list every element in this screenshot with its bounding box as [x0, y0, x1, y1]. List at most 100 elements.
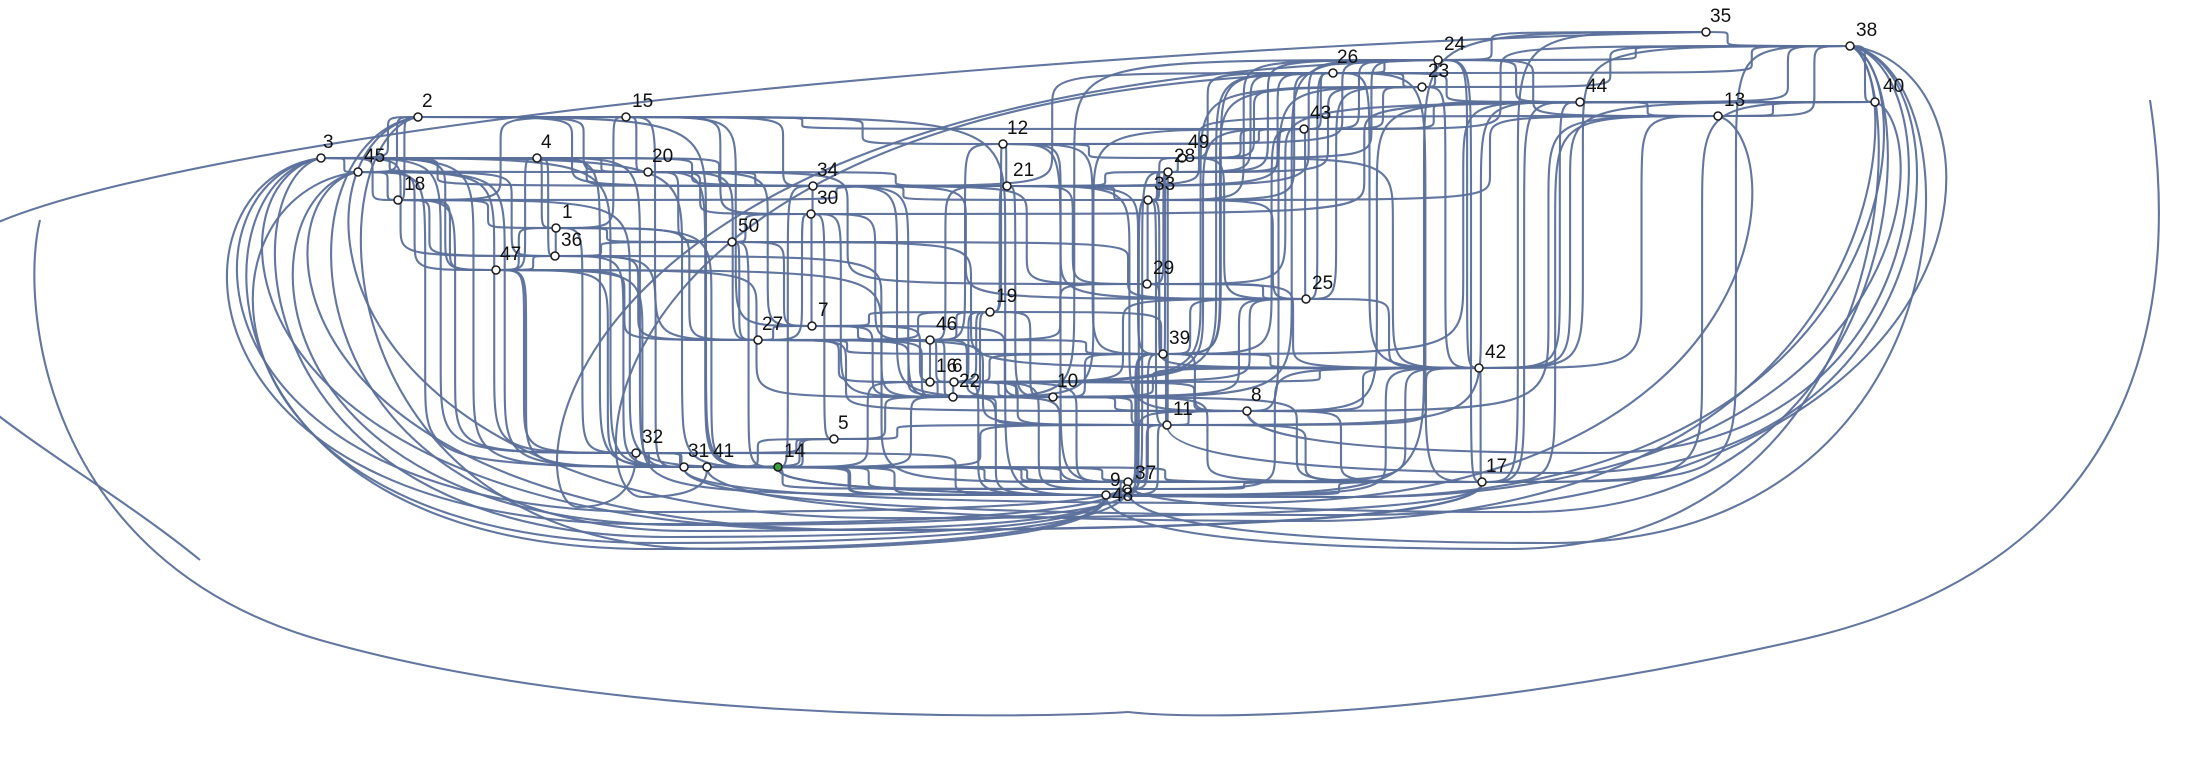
edge-11-5	[833, 423, 1168, 441]
edge-34-25	[812, 184, 1307, 301]
node-label-30: 30	[817, 188, 838, 209]
node-8	[1242, 406, 1252, 416]
edge-14-38	[776, 44, 1885, 499]
edge-2-34	[417, 115, 814, 188]
node-11	[1162, 420, 1172, 430]
node-26	[1328, 68, 1338, 78]
edge-20-30	[647, 170, 812, 216]
edge-47-32	[495, 268, 637, 455]
edge-1-32	[555, 226, 637, 455]
edge-12-39	[1002, 142, 1164, 356]
node-label-14: 14	[784, 441, 806, 462]
edge-42-16	[929, 366, 1480, 384]
node-label-1: 1	[562, 202, 573, 223]
edge-17-24	[1437, 58, 1483, 484]
node-40	[1870, 97, 1880, 107]
edge-33-25	[1147, 198, 1307, 301]
edge-3-14	[320, 156, 779, 469]
edge-30-22	[810, 212, 954, 399]
edge-43-39	[1162, 127, 1305, 356]
edge-11-14	[777, 423, 1168, 469]
edge-40-30	[810, 100, 1876, 216]
node-28	[1163, 167, 1173, 177]
node-23	[1417, 82, 1427, 92]
edge-18-32	[397, 198, 637, 455]
edge-38-42	[1478, 44, 1851, 370]
node-label-29: 29	[1153, 258, 1174, 279]
edge-8-48	[1105, 409, 1248, 497]
edge-41-37	[706, 465, 1128, 491]
edge-26-17	[1332, 71, 1483, 484]
node-6	[949, 377, 959, 387]
edge-45-36	[357, 170, 556, 258]
edge-12-49	[1002, 142, 1183, 160]
edge-38-48	[1104, 45, 1880, 551]
edge-27-39	[757, 338, 1164, 356]
edge-15-20	[625, 115, 649, 174]
node-label-3: 3	[323, 132, 334, 153]
node-24	[1433, 55, 1443, 65]
node-34	[808, 181, 818, 191]
edge-39-11	[1162, 352, 1168, 427]
edge-13-8	[1246, 114, 1719, 413]
edge-23-42	[1421, 85, 1480, 370]
edge-40-17	[1481, 100, 1876, 484]
node-label-12: 12	[1007, 118, 1028, 139]
node-label-37: 37	[1135, 463, 1156, 484]
node-2	[413, 112, 423, 122]
edge-45-32	[357, 170, 637, 455]
node-label-4: 4	[541, 132, 552, 153]
node-27	[753, 335, 763, 345]
edge-41-38	[705, 45, 1877, 523]
edge-26-34	[812, 71, 1334, 188]
node-label-45: 45	[364, 146, 385, 167]
edge-36-22	[554, 254, 954, 399]
node-15	[621, 112, 631, 122]
node-13	[1713, 111, 1723, 121]
node-39	[1158, 349, 1168, 359]
edge-21-46	[929, 184, 1008, 342]
edge-33-29	[1146, 198, 1149, 286]
node-49	[1177, 153, 1187, 163]
edge-4-31	[536, 156, 685, 469]
edge-9-12	[1002, 142, 1129, 484]
edge-42-17	[1478, 366, 1483, 484]
node-label-23: 23	[1428, 61, 1449, 82]
node-20	[643, 167, 653, 177]
node-label-5: 5	[838, 413, 849, 434]
edge-50-14	[731, 240, 779, 469]
edge-21-19	[989, 184, 1008, 314]
edge-48-15	[625, 115, 1107, 497]
node-45	[353, 167, 363, 177]
edge-38-43	[1303, 44, 1851, 131]
edge-6-37	[953, 380, 1128, 491]
edge-42-11	[1166, 366, 1480, 427]
edge-39-37	[1126, 352, 1164, 491]
edge-35-17	[1481, 30, 1707, 484]
node-label-2: 2	[422, 91, 433, 112]
edge-47-9	[495, 268, 1129, 484]
edge-27-10	[757, 338, 1054, 399]
node-label-7: 7	[818, 300, 829, 321]
edge-3-20	[320, 156, 649, 174]
outer-top-loop	[0, 30, 1707, 561]
node-30	[806, 209, 816, 219]
node-label-22: 22	[959, 371, 980, 392]
node-38	[1845, 41, 1855, 51]
node-label-34: 34	[817, 160, 839, 181]
node-label-38: 38	[1856, 20, 1877, 41]
node-43	[1299, 124, 1309, 134]
node-label-8: 8	[1251, 385, 1262, 406]
node-48	[1101, 490, 1111, 500]
edge-13-42	[1478, 114, 1719, 370]
edge-24-22	[952, 58, 1439, 399]
edge-36-31	[554, 254, 685, 469]
node-33	[1143, 195, 1153, 205]
edge-9-3	[225, 156, 1130, 526]
node-1	[551, 223, 561, 233]
node-label-21: 21	[1013, 160, 1034, 181]
edge-23-8	[1246, 85, 1423, 413]
node-36	[550, 251, 560, 261]
node-label-24: 24	[1444, 34, 1466, 55]
